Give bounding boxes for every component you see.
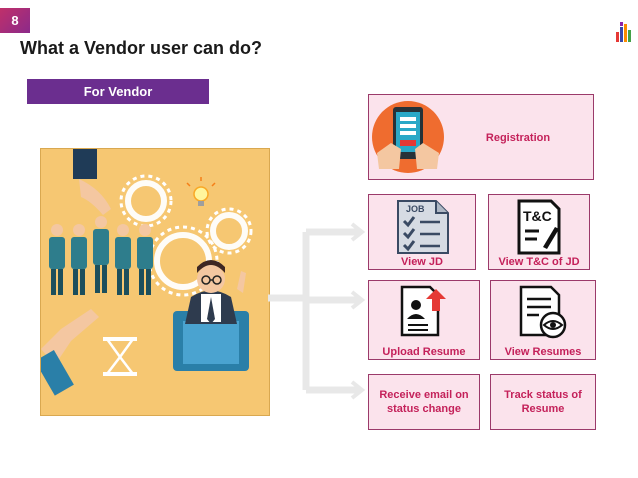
section-label: For Vendor: [27, 79, 209, 104]
track-status-label: Track status of Resume: [504, 389, 582, 415]
tc-document-icon: T&C: [517, 199, 561, 255]
view-jd-label: View JD: [401, 256, 443, 268]
view-resumes-label: View Resumes: [504, 346, 582, 358]
receive-email-card[interactable]: Receive email on status change: [368, 374, 480, 430]
view-tc-label: View T&C of JD: [498, 256, 580, 268]
page-number-badge: 8: [0, 8, 30, 33]
upload-resume-label: Upload Resume: [382, 346, 466, 358]
company-logo-icon: [616, 22, 631, 42]
registration-label: Registration: [485, 132, 551, 144]
upload-resume-icon: [400, 285, 446, 337]
view-resumes-card[interactable]: View Resumes: [490, 280, 596, 360]
vendor-illustration-art: [34, 149, 253, 396]
view-tc-card[interactable]: T&C View T&C of JD: [488, 194, 590, 270]
track-status-card[interactable]: Track status of Resume: [490, 374, 596, 430]
receive-email-label: Receive email on status change: [379, 389, 469, 415]
connector-arrows: [268, 222, 366, 400]
registration-card[interactable]: Registration: [368, 94, 594, 180]
tablet-registration-icon: [372, 101, 444, 173]
view-jd-card[interactable]: JOB View JD: [368, 194, 476, 270]
vendor-illustration: [34, 148, 270, 416]
tc-icon-text: T&C: [523, 208, 552, 224]
upload-resume-card[interactable]: Upload Resume: [368, 280, 480, 360]
slide-title: What a Vendor user can do?: [20, 38, 263, 58]
view-resume-icon: [519, 285, 567, 339]
job-checklist-icon: JOB: [397, 200, 449, 254]
job-icon-text: JOB: [406, 204, 425, 214]
